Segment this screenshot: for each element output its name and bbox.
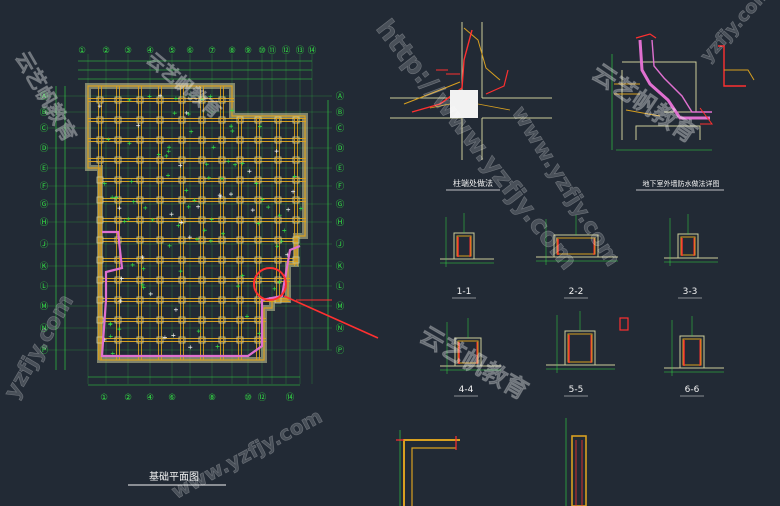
axis-label: Ⓝ: [40, 324, 49, 334]
axis-label: Ⓜ: [336, 302, 345, 312]
section-label: 2-2: [569, 287, 584, 297]
axis-label: ⑤: [168, 46, 176, 56]
axis-label: Ⓝ: [336, 324, 345, 334]
section-detail-4: 4-4: [440, 318, 501, 397]
axis-label: Ⓓ: [40, 144, 49, 154]
axis-label: Ⓙ: [336, 240, 345, 250]
axis-label: ⑨: [244, 46, 252, 56]
watermark-text: 云艺帆教育: [415, 321, 533, 405]
axis-label: Ⓓ: [336, 144, 345, 154]
axis-label: ①: [78, 46, 86, 56]
detail-title: 柱端处做法: [453, 178, 493, 188]
section-detail-3: 3-3: [664, 214, 718, 299]
section-detail-1: 1-1: [440, 213, 494, 299]
axis-label: ②: [124, 393, 132, 403]
axis-label: ⑩: [258, 46, 266, 56]
section-detail-2: 2-2: [536, 215, 618, 299]
axis-label: ⑭: [286, 393, 295, 403]
partial-detail-right: [565, 418, 587, 506]
section-label: 3-3: [683, 287, 698, 297]
detail-basement-wall: 地下室外墙防水做法详图: [611, 33, 755, 191]
axis-labels-right: Ⓐ Ⓑ Ⓒ Ⓓ Ⓔ Ⓕ Ⓖ Ⓗ Ⓙ Ⓚ Ⓛ Ⓜ Ⓝ Ⓟ: [336, 92, 345, 356]
axis-label: ⑭: [308, 46, 317, 56]
axis-label: ⑧: [228, 46, 236, 56]
axis-label: Ⓗ: [40, 218, 49, 228]
axis-label: ⑪: [268, 46, 277, 56]
axis-label: Ⓔ: [40, 164, 49, 174]
axis-label: ①: [100, 393, 108, 403]
axis-label: Ⓒ: [40, 124, 49, 134]
axis-label: ⑦: [208, 46, 216, 56]
section-label: 5-5: [569, 385, 584, 395]
axis-grid: [44, 54, 332, 384]
axis-label: Ⓗ: [336, 218, 345, 228]
axis-labels-left: Ⓐ Ⓑ Ⓒ Ⓓ Ⓔ Ⓕ Ⓖ Ⓗ Ⓙ Ⓚ Ⓛ Ⓜ Ⓝ Ⓟ: [40, 92, 49, 356]
axis-label: ⑫: [282, 46, 291, 56]
detail-title: 地下室外墙防水做法详图: [643, 179, 720, 188]
axis-label: Ⓐ: [40, 92, 49, 102]
callout-leader: [283, 295, 379, 339]
axis-label: ④: [146, 393, 154, 403]
axis-label: Ⓒ: [336, 124, 345, 134]
axis-label: Ⓟ: [40, 346, 49, 356]
section-details: 1-1 2-2 3-3 4-4 5-5 6-6: [440, 213, 724, 397]
axis-label: ④: [146, 46, 154, 56]
section-detail-6: 6-6: [664, 316, 724, 397]
axis-label: Ⓐ: [336, 92, 345, 102]
axis-label: ⑩: [244, 393, 252, 403]
plan-title: 基础平面图: [149, 470, 199, 483]
axis-label: Ⓜ: [40, 302, 49, 312]
detail-column-end: 柱端处做法: [390, 22, 552, 191]
rebar-marks: [97, 93, 303, 356]
axis-label: ③: [124, 46, 132, 56]
axis-label: Ⓛ: [40, 282, 49, 292]
partial-detail-left: [396, 430, 460, 506]
axis-label: Ⓟ: [336, 346, 345, 356]
section-detail-5: 5-5: [546, 311, 615, 397]
axis-label: ⑬: [296, 46, 305, 56]
axis-label: Ⓙ: [40, 240, 49, 250]
section-label: 6-6: [685, 385, 700, 395]
axis-label: ⑧: [208, 393, 216, 403]
axis-label: Ⓔ: [336, 164, 345, 174]
section-label: 4-4: [459, 385, 474, 395]
highlight-wall: [100, 230, 301, 358]
axis-label: Ⓛ: [336, 282, 345, 292]
axis-label: ⑫: [258, 393, 267, 403]
section-label: 1-1: [457, 287, 472, 297]
dimension-lines: [55, 60, 329, 386]
axis-label: ②: [102, 46, 110, 56]
watermark-text: yzfjy.com: [696, 0, 775, 67]
axis-label: Ⓑ: [336, 108, 345, 118]
axis-label: ⑥: [168, 393, 176, 403]
axis-label: Ⓕ: [336, 182, 345, 192]
axis-label: ⑥: [186, 46, 194, 56]
axis-label: Ⓕ: [40, 182, 49, 192]
foundation-beams: [88, 86, 306, 360]
watermark-text: www.yzfjy.com: [167, 404, 326, 504]
axis-label: Ⓚ: [40, 262, 49, 272]
callout-circle: [253, 267, 287, 301]
axis-label: Ⓑ: [40, 108, 49, 118]
axis-label: Ⓖ: [40, 200, 49, 210]
column-block: [450, 90, 478, 118]
axis-label: Ⓖ: [336, 200, 345, 210]
axis-label: Ⓚ: [336, 262, 345, 272]
